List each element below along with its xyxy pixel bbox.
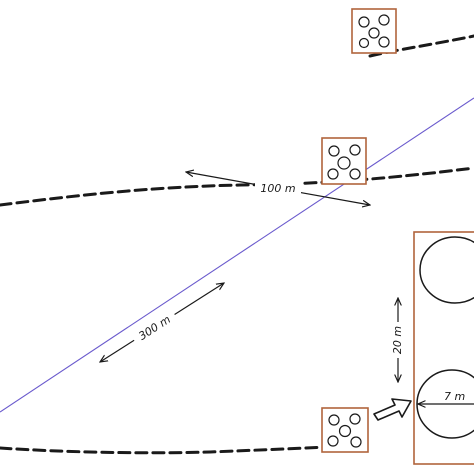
label-bg-300m — [130, 308, 179, 347]
label-bg-20m — [390, 322, 404, 358]
boundary-curve-bottom — [0, 444, 347, 455]
hollow-arrow-icon — [373, 398, 412, 421]
sight-line — [0, 97, 474, 413]
enlarged-circle-bottom — [416, 369, 474, 439]
enlarged-box: 7 m — [413, 231, 474, 465]
label-bg-100m — [255, 180, 301, 194]
enlarged-circle-top — [419, 236, 474, 304]
boundary-curve-middle — [0, 166, 474, 207]
label-300m: 300 m — [136, 313, 173, 343]
label-7m: 7 m — [444, 390, 465, 403]
grid-box-middle — [321, 137, 367, 185]
grid-box-bottom — [321, 407, 369, 453]
label-100m: 100 m — [260, 182, 295, 195]
grid-box-top — [351, 8, 397, 54]
boundary-curve-top — [368, 34, 474, 58]
label-20m: 20 m — [391, 326, 404, 354]
